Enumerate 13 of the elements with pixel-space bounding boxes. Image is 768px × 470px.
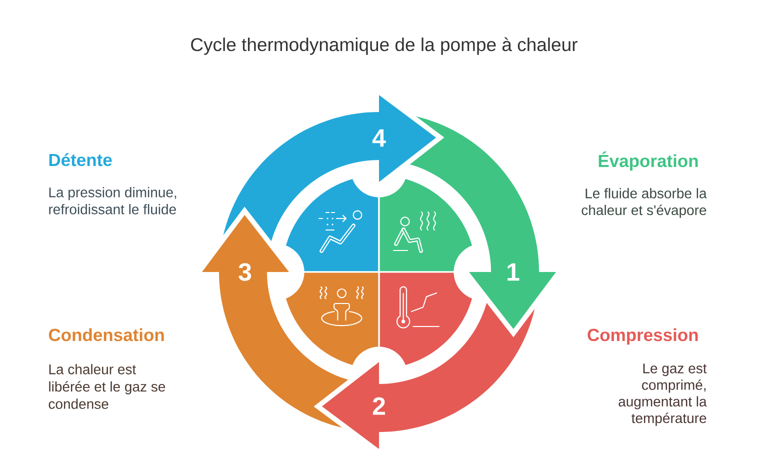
ring-segment: 1 bbox=[410, 116, 556, 330]
stage-description: Le fluide absorbe la chaleur et s'évapore bbox=[582, 188, 707, 218]
stage-description: La chaleur est libérée et le gaz se condense bbox=[48, 364, 166, 409]
ring-segment: 2 bbox=[322, 302, 535, 449]
stage-heading: Détente bbox=[49, 153, 112, 166]
stage-description: Le gaz est comprimé, augmentant la température bbox=[618, 364, 707, 426]
diagram-title: Cycle thermodynamique de la pompe à chaleur bbox=[191, 37, 578, 55]
ring-segment: 4 bbox=[223, 95, 436, 242]
stage-heading: Condensation bbox=[48, 328, 164, 342]
stage-heading: Évaporation bbox=[598, 151, 698, 171]
stage-heading: Compression bbox=[588, 328, 698, 345]
ring-segment: 3 bbox=[202, 214, 348, 428]
stage-description: La pression diminue, refroidissant le fluide bbox=[49, 187, 176, 214]
